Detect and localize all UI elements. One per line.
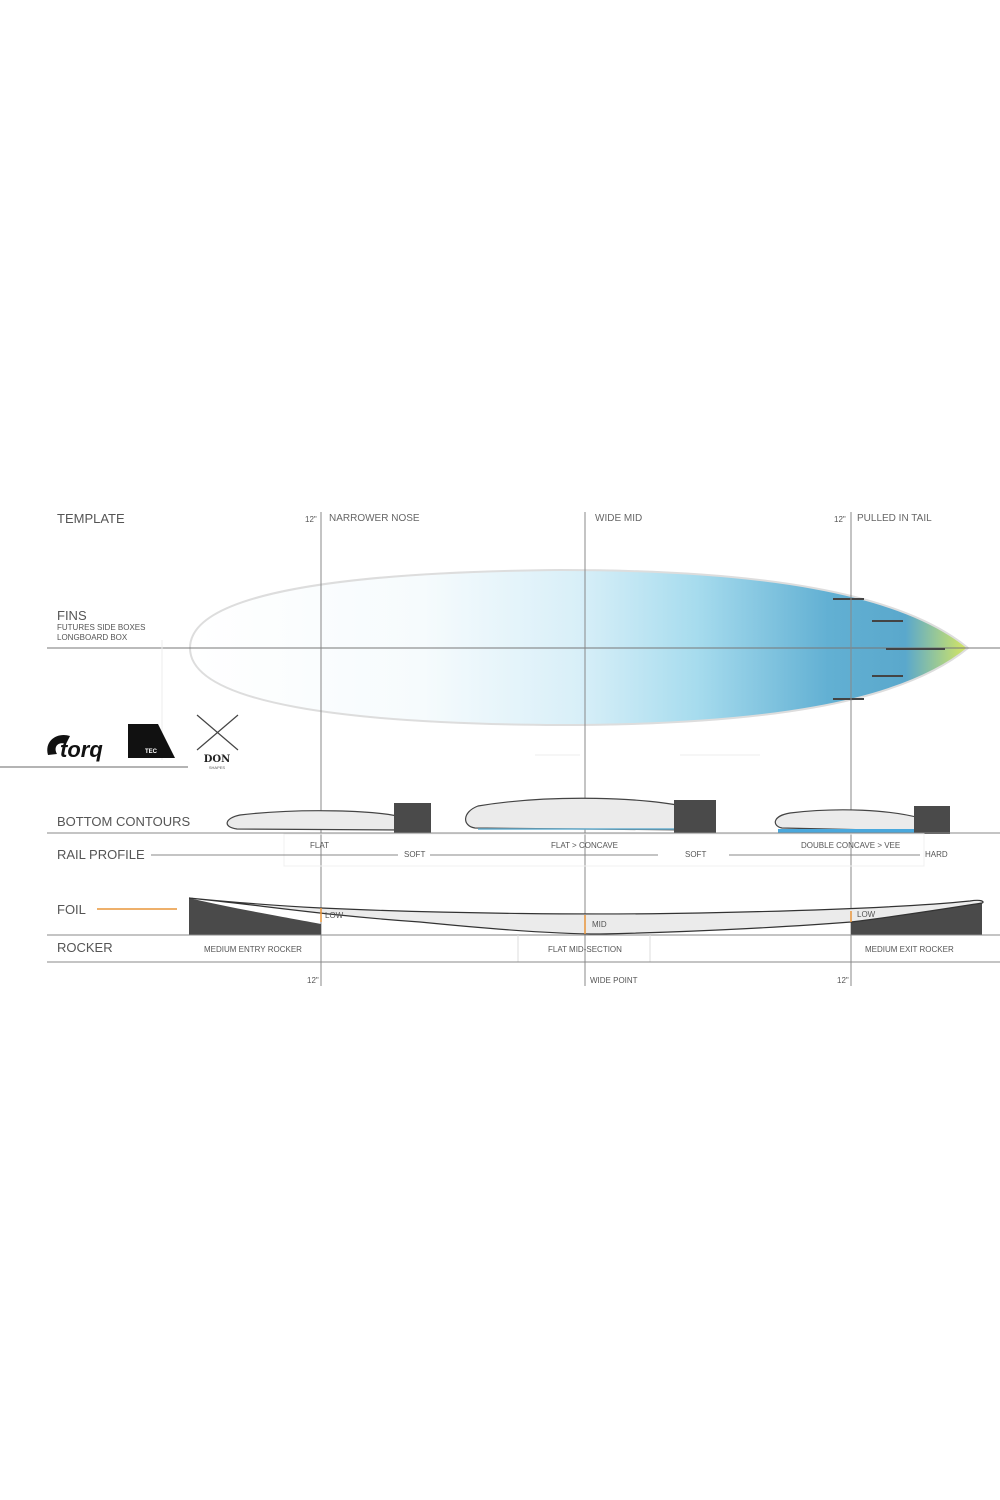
nose-measure: 12" <box>305 515 317 524</box>
template-nose: NARROWER NOSE <box>329 513 420 524</box>
bottom-tail: DOUBLE CONCAVE > VEE <box>801 841 901 850</box>
rail-tail: HARD <box>925 850 948 859</box>
fins-detail-center: LONGBOARD BOX <box>57 633 128 642</box>
bottom-mid: FLAT > CONCAVE <box>551 841 618 850</box>
bottom-measure-nose: 12" <box>307 976 319 985</box>
torq-logo: torq <box>47 734 103 762</box>
fins-detail-side: FUTURES SIDE BOXES <box>57 623 146 632</box>
section-foil: FOIL <box>57 902 86 917</box>
rail-mid: SOFT <box>685 850 707 859</box>
bottom-contour-mid <box>465 797 716 834</box>
svg-text:TEC: TEC <box>145 749 158 755</box>
template-mid: WIDE MID <box>595 513 643 524</box>
fin-markers <box>833 598 945 700</box>
section-bottom-contours: BOTTOM CONTOURS <box>57 814 191 829</box>
bottom-measure-wide-point: WIDE POINT <box>590 976 638 985</box>
the-don-logo <box>196 714 239 751</box>
bottom-contour-nose <box>226 803 431 834</box>
foil-tail: LOW <box>857 910 876 919</box>
rocker-nose: MEDIUM ENTRY ROCKER <box>204 945 302 954</box>
rocker-nose-block <box>189 898 321 935</box>
svg-text:SHAPES: SHAPES <box>209 765 226 770</box>
foil-nose: LOW <box>325 911 344 920</box>
bottom-nose: FLAT <box>310 841 329 850</box>
svg-text:torq: torq <box>60 737 103 762</box>
foil-profile <box>188 897 984 935</box>
svg-text:DON: DON <box>204 754 231 765</box>
section-fins: FINS <box>57 608 87 623</box>
rocker-tail-block <box>851 903 982 935</box>
rocker-mid: FLAT MID-SECTION <box>548 945 622 954</box>
section-rocker: ROCKER <box>57 940 113 955</box>
rocker-tail: MEDIUM EXIT ROCKER <box>865 945 954 954</box>
tec-logo: TEC <box>128 724 175 758</box>
tail-measure: 12" <box>834 515 846 524</box>
bottom-contour-tail <box>774 806 950 834</box>
rail-nose: SOFT <box>404 850 426 859</box>
section-template: TEMPLATE <box>57 511 125 526</box>
template-tail: PULLED IN TAIL <box>857 513 932 524</box>
foil-mid: MID <box>592 920 607 929</box>
bottom-measure-tail: 12" <box>837 976 849 985</box>
section-rail-profile: RAIL PROFILE <box>57 847 145 862</box>
